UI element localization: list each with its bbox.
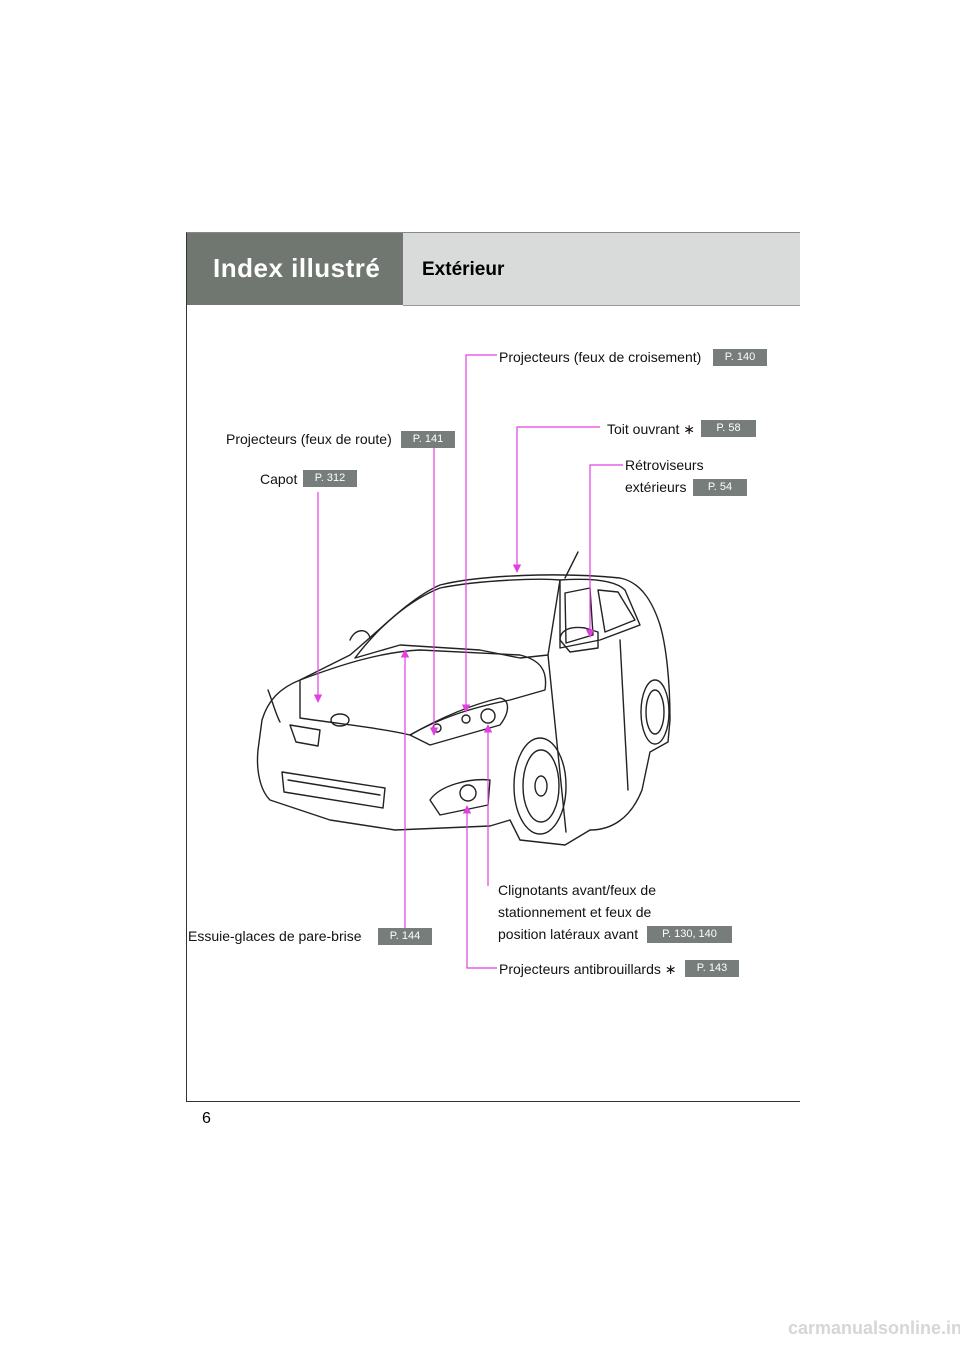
page-ref-headlights-high[interactable]: P. 141 <box>401 431 455 448</box>
section-title: Index illustré <box>213 253 381 283</box>
watermark: carmanualsonline.info <box>788 1318 960 1338</box>
label-headlights-low: Projecteurs (feux de croisement) <box>499 349 702 365</box>
label-turn-signals-line3: position latéraux avant <box>498 926 639 942</box>
header-section-block <box>187 233 403 305</box>
page-ref-hood[interactable]: P. 312 <box>303 470 357 487</box>
label-turn-signals-line1: Clignotants avant/feux de <box>498 882 656 898</box>
page-ref-wipers[interactable]: P. 144 <box>378 928 432 945</box>
label-mirrors-line1: Rétroviseurs <box>625 457 704 473</box>
label-sunroof: Toit ouvrant ∗ <box>607 421 695 437</box>
subsection-title: Extérieur <box>422 259 505 280</box>
label-turn-signals-line2: stationnement et feux de <box>498 904 652 920</box>
page-ref-sunroof[interactable]: P. 58 <box>701 420 756 437</box>
label-mirrors-line2: extérieurs <box>625 479 687 495</box>
page-ref-fog-lights[interactable]: P. 143 <box>685 960 739 977</box>
page-ref-headlights-low[interactable]: P. 140 <box>713 349 767 366</box>
label-wipers: Essuie-glaces de pare-brise <box>188 928 362 944</box>
label-headlights-high: Projecteurs (feux de route) <box>226 431 392 447</box>
page-ref-mirrors[interactable]: P. 54 <box>693 479 747 496</box>
page-frame <box>186 232 800 1102</box>
header-subsection-block <box>403 233 800 306</box>
label-fog-lights: Projecteurs antibrouillards ∗ <box>499 961 677 977</box>
label-hood: Capot <box>260 471 298 487</box>
page-ref-turn-signals[interactable]: P. 130, 140 <box>647 926 732 943</box>
page-number: 6 <box>202 1110 211 1127</box>
